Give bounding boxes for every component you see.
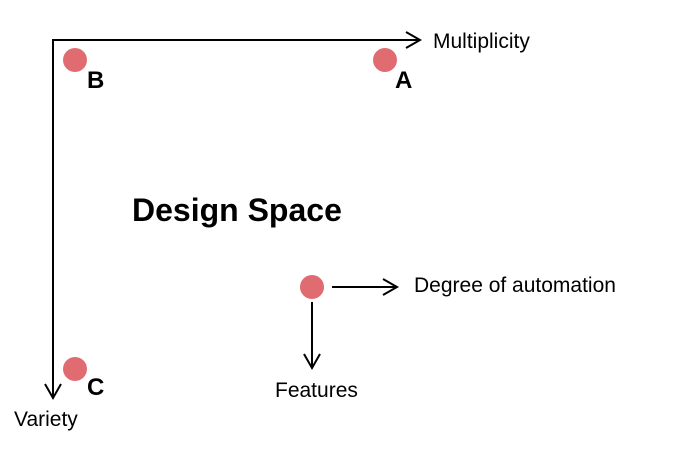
point-b-dot bbox=[63, 48, 87, 72]
diagram-title: Design Space bbox=[132, 192, 342, 228]
point-c-label: C bbox=[87, 374, 104, 401]
features-label: Features bbox=[275, 379, 358, 402]
automation-arrowhead bbox=[382, 278, 400, 296]
variety-label: Variety bbox=[14, 408, 78, 431]
point-a-label: A bbox=[395, 67, 412, 94]
point-a-dot bbox=[373, 48, 397, 72]
point-b-label: B bbox=[87, 67, 104, 94]
vertical-axis-arrowhead bbox=[44, 383, 62, 401]
horizontal-axis bbox=[52, 39, 420, 398]
features-arrowhead bbox=[303, 353, 321, 371]
multiplicity-label: Multiplicity bbox=[433, 30, 530, 53]
point-c-dot bbox=[63, 357, 87, 381]
automation-label: Degree of automation bbox=[414, 274, 616, 297]
horizontal-axis-arrowhead bbox=[405, 31, 423, 49]
legend-dot bbox=[300, 275, 324, 299]
